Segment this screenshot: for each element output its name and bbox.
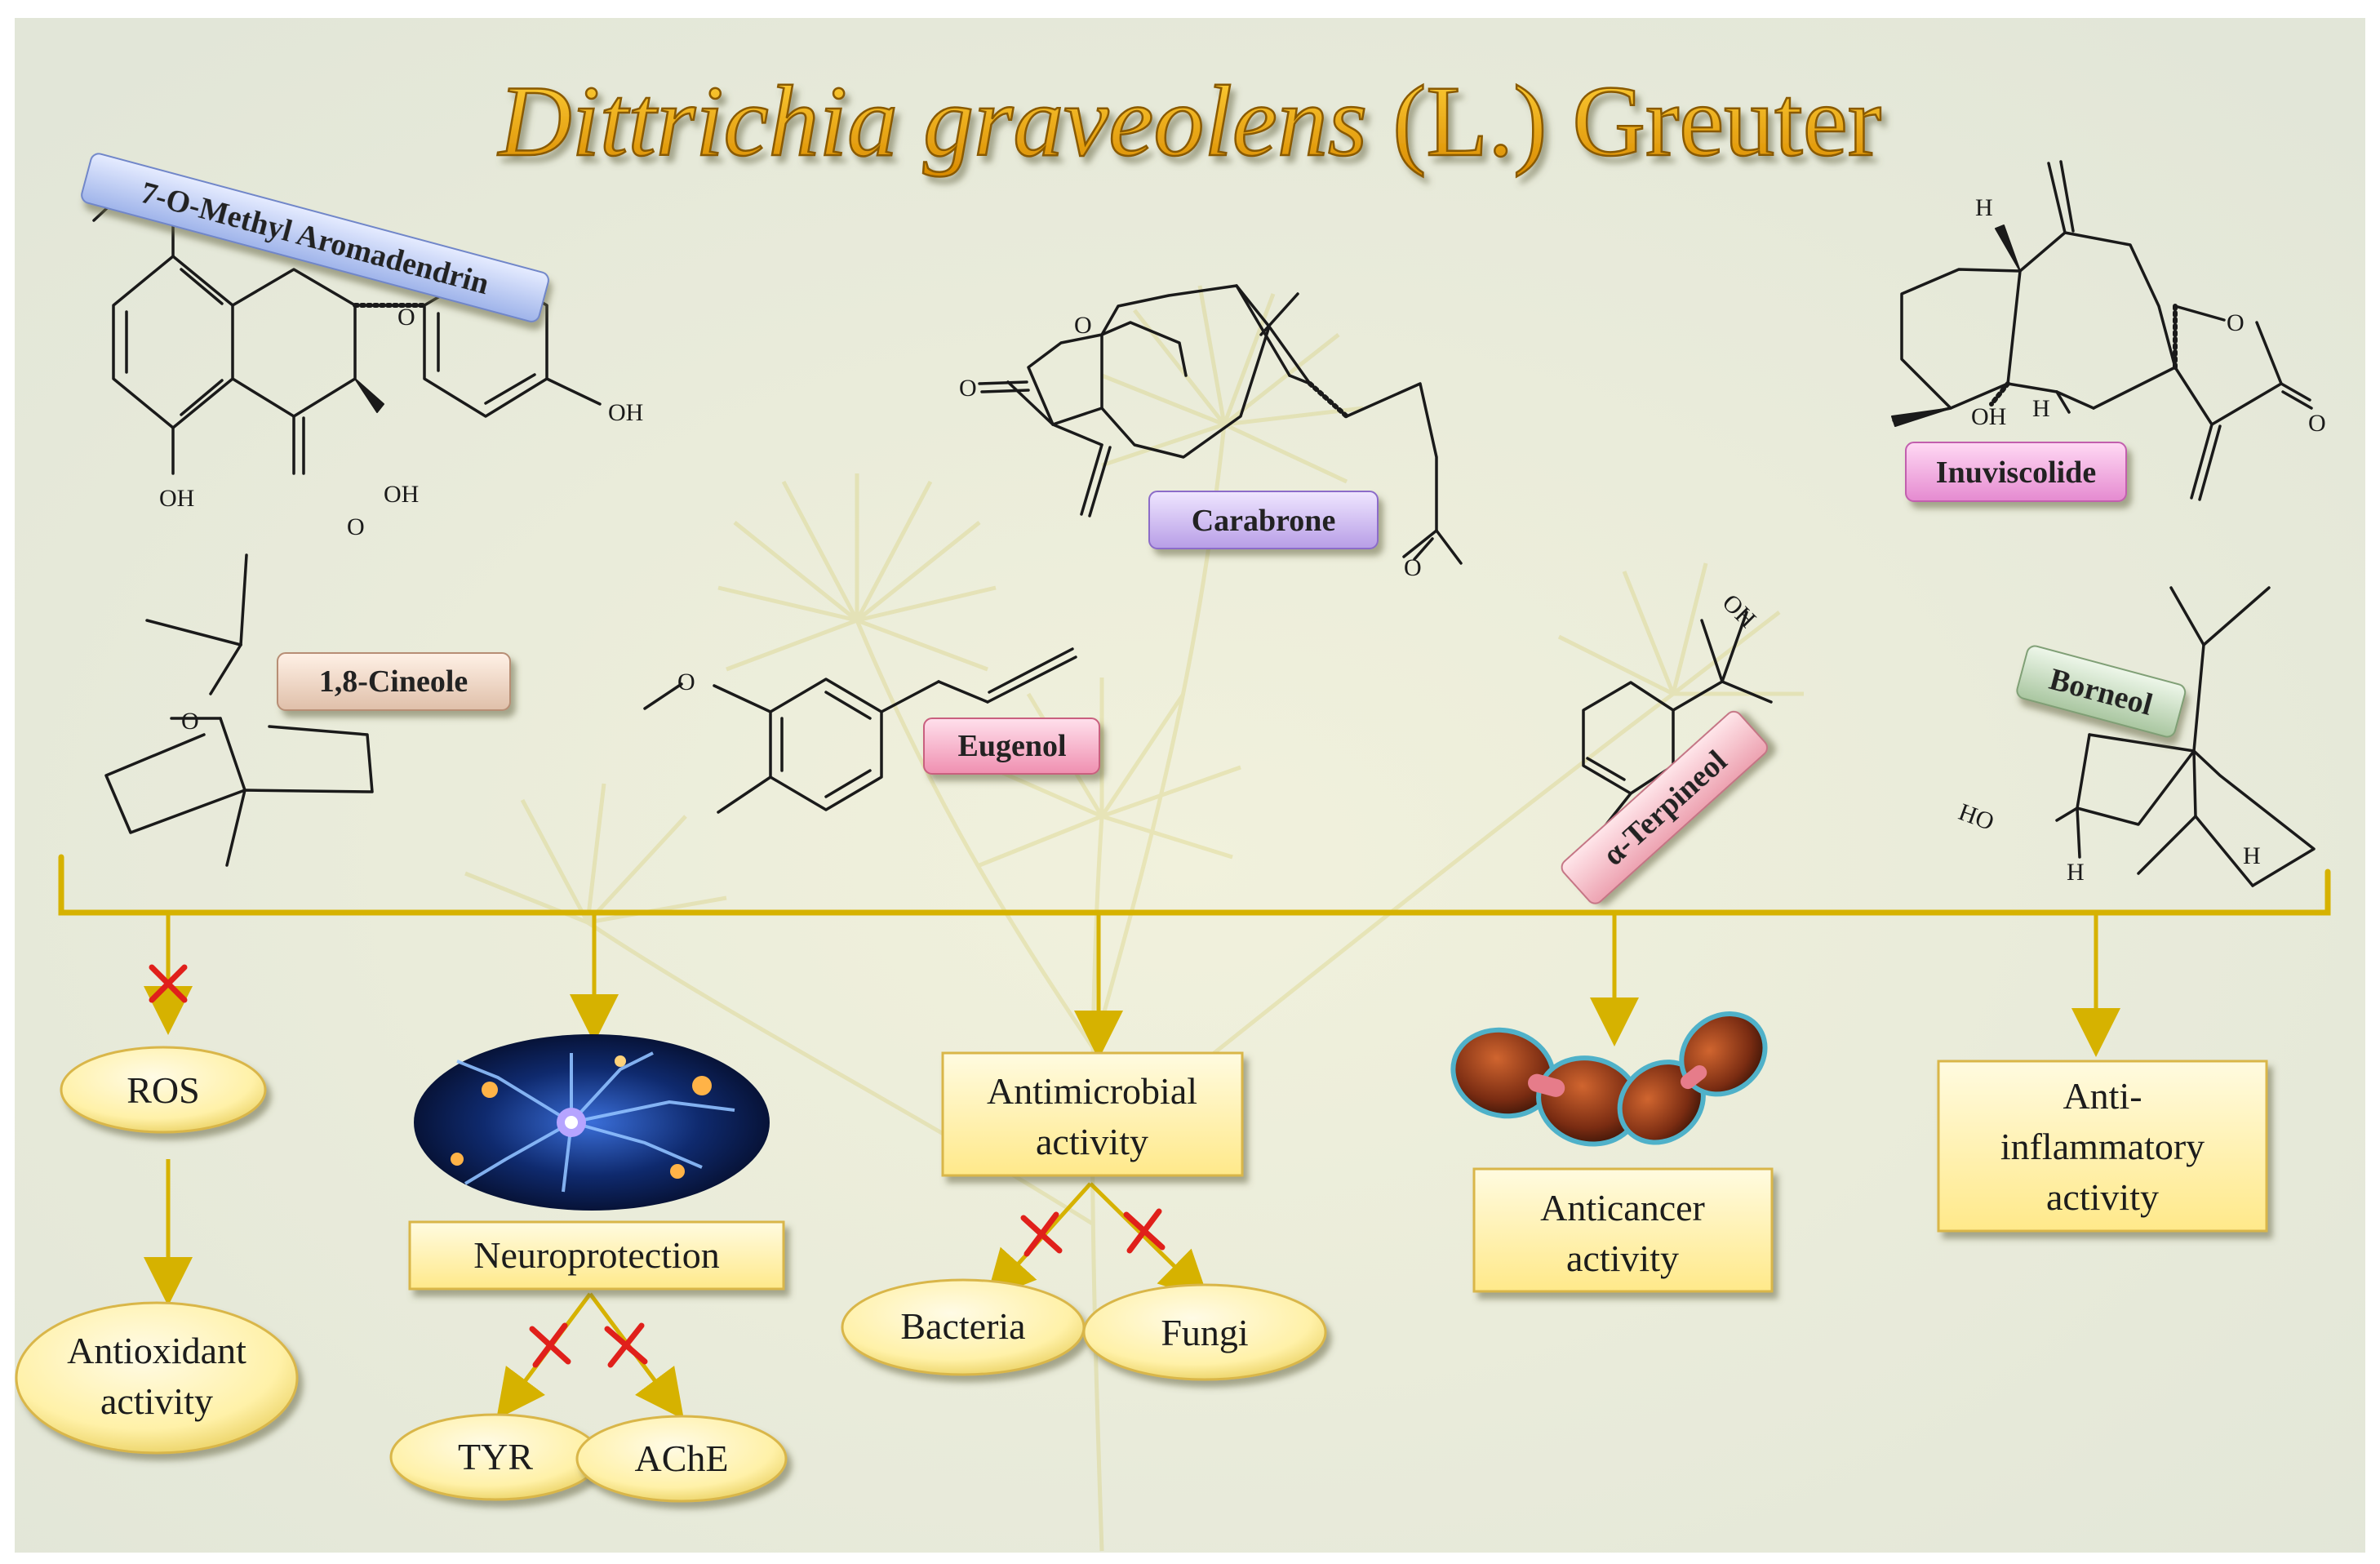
- ache-label: AChE: [635, 1437, 729, 1479]
- atom-o-1: O: [397, 304, 415, 331]
- atom-oh-3: OH: [608, 399, 643, 426]
- node-neuroprotection: Neuroprotection: [408, 1220, 785, 1291]
- tyr-label: TYR: [458, 1436, 533, 1477]
- atom-o-carabrone-2: O: [959, 375, 977, 402]
- cancer-cells-image: [1450, 1011, 1768, 1147]
- atom-h-inuviscolide-1: H: [1975, 194, 1993, 221]
- node-bacteria: Bacteria: [841, 1278, 1086, 1376]
- structure-cineole: [104, 553, 374, 867]
- compound-name: Eugenol: [957, 729, 1066, 763]
- antiinflammatory-line2: inflammatory: [2000, 1126, 2205, 1167]
- inhibit-mark-ache: [604, 1322, 648, 1368]
- atom-o-inuviscolide-2: O: [2308, 410, 2326, 437]
- atom-o-inuviscolide-1: O: [2227, 309, 2245, 336]
- connector-bracket: [58, 854, 2331, 916]
- node-antimicrobial: Antimicrobial activity: [941, 1051, 1244, 1177]
- antiinflammatory-line3: activity: [2046, 1176, 2159, 1218]
- atom-o-cineole: O: [181, 708, 199, 735]
- structure-inuviscolide: [1891, 160, 2313, 501]
- node-ros: ROS: [60, 1046, 267, 1134]
- node-tyr: TYR: [389, 1413, 602, 1501]
- atom-oh-1: OH: [159, 485, 194, 512]
- inhibit-mark-ros: [149, 964, 188, 1003]
- antioxidant-line1: Antioxidant: [67, 1330, 246, 1371]
- neuroprotection-label: Neuroprotection: [473, 1234, 719, 1276]
- fungi-label: Fungi: [1161, 1312, 1248, 1353]
- label-inuviscolide: Inuviscolide: [1905, 442, 2127, 502]
- compound-name: 1,8-Cineole: [319, 664, 468, 699]
- label-carabrone: Carabrone: [1148, 491, 1379, 549]
- node-antioxidant: Antioxidant activity: [15, 1301, 299, 1455]
- bacteria-label: Bacteria: [900, 1305, 1025, 1347]
- atom-o-carabrone-3: O: [1404, 554, 1422, 581]
- inhibit-mark-bacteria: [1020, 1211, 1063, 1257]
- node-anticancer: Anticancer activity: [1472, 1167, 1774, 1293]
- node-antiinflammatory: Anti- inflammatory activity: [1937, 1060, 2268, 1233]
- atom-oh-inuviscolide: OH: [1971, 403, 2006, 430]
- node-ache: AChE: [575, 1415, 788, 1503]
- antimicrobial-line2: activity: [1036, 1121, 1148, 1162]
- atom-o-eugenol: O: [677, 669, 695, 695]
- title-rest: (L.) Greuter: [1367, 65, 1881, 177]
- atom-h-borneol-1: H: [2067, 859, 2085, 886]
- structure-eugenol: [643, 647, 1077, 814]
- svg-text:Dittrichia graveolens (L.) Gre: Dittrichia graveolens (L.) Greuter: [497, 65, 1881, 177]
- title-italic: Dittrichia graveolens: [497, 65, 1367, 177]
- structure-borneol: [2055, 586, 2316, 887]
- compound-name: Inuviscolide: [1936, 455, 2096, 490]
- inhibit-mark-tyr: [529, 1322, 571, 1368]
- label-cineole: 1,8-Cineole: [277, 652, 511, 711]
- antiinflammatory-line1: Anti-: [2063, 1075, 2142, 1117]
- anticancer-line2: activity: [1566, 1237, 1679, 1279]
- arrow-to-bacteria: [985, 1182, 1092, 1300]
- antimicrobial-line1: Antimicrobial: [987, 1070, 1197, 1112]
- anticancer-line1: Anticancer: [1540, 1187, 1705, 1229]
- atom-o-3: O: [347, 513, 365, 540]
- atom-o-carabrone-1: O: [1074, 312, 1092, 339]
- inhibit-mark-fungi: [1123, 1208, 1166, 1254]
- compound-name: Carabrone: [1192, 504, 1336, 538]
- atom-oh-2: OH: [384, 481, 419, 508]
- structure-carabrone: [978, 284, 1463, 565]
- structure-methyl-aromadendrin: [92, 184, 602, 475]
- inhibition-marks: [149, 964, 1166, 1368]
- neuron-image: [414, 1034, 770, 1211]
- label-eugenol: Eugenol: [923, 718, 1100, 775]
- atom-h-borneol-2: H: [2243, 842, 2261, 869]
- node-fungi: Fungi: [1082, 1283, 1327, 1381]
- atom-h-inuviscolide-2: H: [2032, 395, 2050, 422]
- title: Dittrichia graveolens (L.) Greuter: [496, 64, 1883, 179]
- ring-c: [231, 268, 357, 418]
- antioxidant-line2: activity: [100, 1380, 213, 1422]
- structure-terpineol: [1582, 611, 1773, 834]
- ros-label: ROS: [127, 1069, 199, 1111]
